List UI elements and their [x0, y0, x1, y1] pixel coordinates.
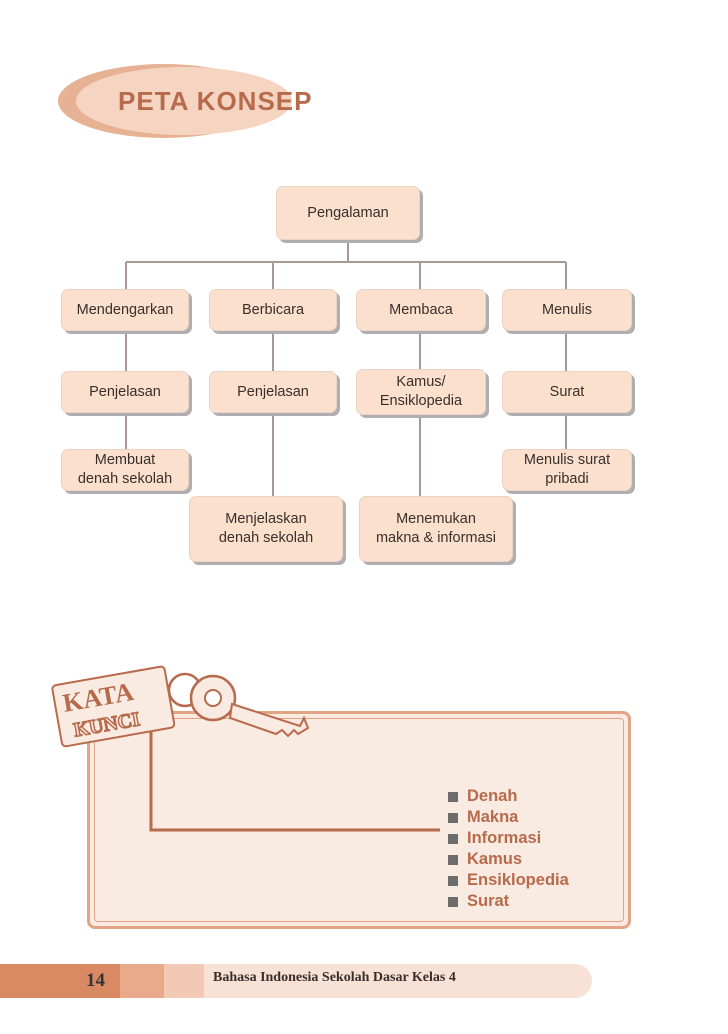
node-kamus-ensiklopedia: Kamus/ Ensiklopedia [356, 369, 486, 415]
node-penjelasan-2: Penjelasan [209, 371, 337, 413]
footer-book-title: Bahasa Indonesia Sekolah Dasar Kelas 4 [213, 970, 456, 985]
node-membuat-denah: Membuat denah sekolah [61, 449, 189, 491]
keyword-item: Denah [448, 786, 569, 807]
node-berbicara: Berbicara [209, 289, 337, 331]
bullet-square-icon [448, 812, 458, 823]
bullet-square-icon [448, 896, 458, 907]
page-title: PETA KONSEP [118, 86, 313, 116]
keyword-item: Kamus [448, 849, 569, 870]
node-mendengarkan: Mendengarkan [61, 289, 189, 331]
node-menjelaskan-denah: Menjelaskan denah sekolah [189, 496, 343, 562]
node-menulis: Menulis [502, 289, 632, 331]
kata-kunci-logo: KATA KUNCI [51, 665, 310, 748]
node-pengalaman: Pengalaman [276, 186, 420, 240]
keyword-item: Ensiklopedia [448, 870, 569, 891]
keyword-item: Makna [448, 807, 569, 828]
bullet-square-icon [448, 833, 458, 844]
title-badge [58, 64, 292, 138]
bullet-square-icon [448, 875, 458, 886]
keywords-list: Denah Makna Informasi Kamus Ensiklopedia… [448, 786, 569, 912]
node-penjelasan-1: Penjelasan [61, 371, 189, 413]
node-surat: Surat [502, 371, 632, 413]
bullet-square-icon [448, 791, 458, 802]
footer-bar-mid [120, 964, 164, 998]
node-menulis-surat-pribadi: Menulis surat pribadi [502, 449, 632, 491]
page-number: 14 [86, 970, 105, 991]
footer-bar [204, 964, 592, 998]
node-menemukan-makna: Menemukan makna & informasi [359, 496, 513, 562]
footer-bar-light [164, 964, 204, 998]
footer-bar-dark [0, 964, 120, 998]
keyword-item: Informasi [448, 828, 569, 849]
keyword-item: Surat [448, 891, 569, 912]
bullet-square-icon [448, 854, 458, 865]
node-membaca: Membaca [356, 289, 486, 331]
keywords-box [87, 711, 631, 929]
